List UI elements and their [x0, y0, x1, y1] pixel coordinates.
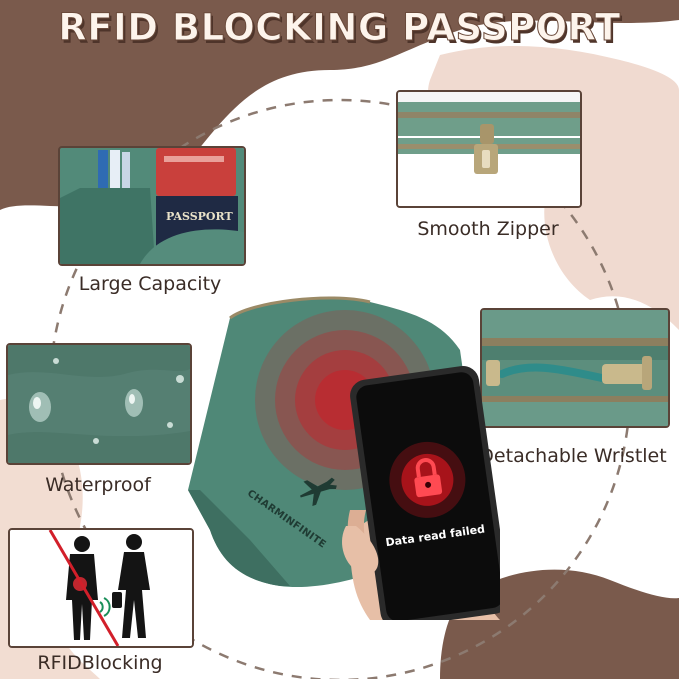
feature-label-waterproof: Waterproof [45, 474, 151, 496]
rfid-blocking-image [8, 528, 194, 648]
passport-label: PASSPORT [166, 210, 233, 223]
feature-label-rfid-blocking: RFIDBlocking [37, 652, 163, 674]
feature-label-detachable-wristlet: Detachable Wristlet [479, 445, 667, 467]
airplane-icon [300, 477, 337, 507]
lock-icon [414, 458, 443, 498]
no-signal-icon [99, 597, 111, 617]
large-capacity-image: PASSPORT [58, 146, 246, 266]
waterproof-image [6, 343, 192, 465]
product-hero: CHARMINFINITE Data read failed [188, 296, 500, 620]
feature-label-smooth-zipper: Smooth Zipper [417, 218, 559, 240]
smooth-zipper-image [396, 90, 582, 208]
page-title: RFID BLOCKING PASSPORT [58, 6, 621, 50]
feature-label-large-capacity: Large Capacity [78, 273, 222, 295]
detachable-wristlet-image [480, 308, 670, 428]
